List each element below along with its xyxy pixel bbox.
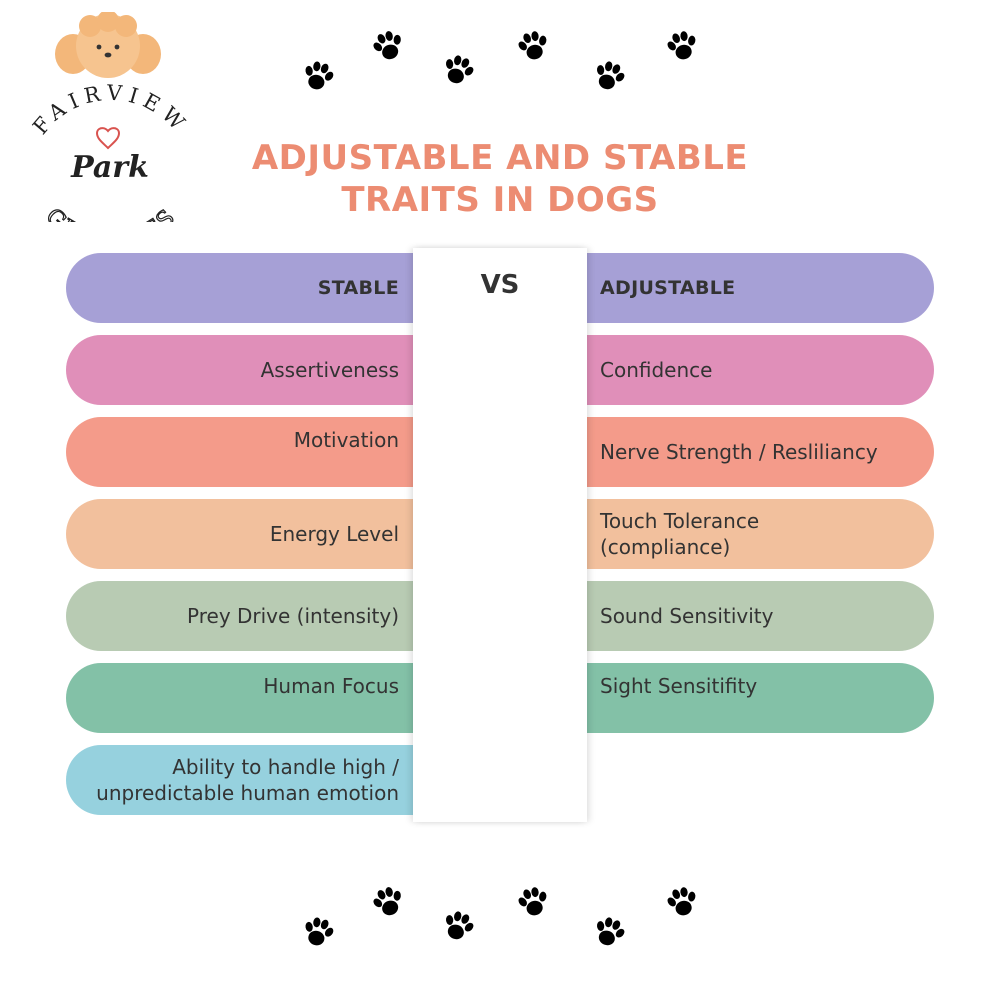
stable-trait-label: Assertiveness — [260, 358, 399, 382]
adjustable-trait-row: Nerve Strength / Resliliancy — [587, 417, 934, 487]
vs-label: VS — [480, 270, 520, 300]
paw-print-icon — [296, 54, 340, 98]
paw-print-icon — [660, 880, 704, 924]
title-line-1: ADJUSTABLE AND STABLE — [251, 138, 749, 178]
adjustable-header: ADJUSTABLE — [587, 253, 934, 323]
title-line-2: TRAITS IN DOGS — [341, 180, 659, 220]
center-divider-column — [413, 248, 587, 822]
dog-face-icon — [55, 12, 161, 78]
stable-trait-label: Prey Drive (intensity) — [187, 604, 399, 628]
stable-trait-label: Human Focus — [263, 674, 399, 698]
adjustable-trait-label: Sight Sensitifity — [600, 674, 758, 698]
stable-trait-label: Energy Level — [269, 522, 399, 546]
adjustable-trait-label: Sound Sensitivity — [600, 604, 774, 628]
paw-print-icon — [365, 23, 411, 69]
svg-text:Park: Park — [70, 150, 149, 185]
adjustable-trait-label: Touch Tolerance (compliance) — [600, 509, 760, 559]
adjustable-trait-label: Nerve Strength / Resliliancy — [600, 440, 878, 464]
paw-print-icon — [586, 53, 632, 99]
heart-icon — [95, 127, 121, 150]
page-title: ADJUSTABLE AND STABLE TRAITS IN DOGS — [0, 137, 1000, 221]
paw-print-icon — [365, 879, 411, 925]
stable-trait-row: Ability to handle high / unpredictable h… — [66, 745, 413, 815]
adjustable-trait-row: Sight Sensitifity — [587, 663, 934, 733]
adjustable-trait-row: Confidence — [587, 335, 934, 405]
stable-trait-row: Human Focus — [66, 663, 413, 733]
brand-logo: FAIRVIEW Park GROODLES — [15, 12, 205, 222]
stable-trait-row: Assertiveness — [66, 335, 413, 405]
paw-print-icon — [296, 910, 340, 954]
stable-trait-row: Energy Level — [66, 499, 413, 569]
paw-print-icon — [435, 903, 481, 949]
stable-header: STABLE — [66, 253, 413, 323]
stable-trait-row: Motivation — [66, 417, 413, 487]
adjustable-trait-label: Confidence — [600, 358, 713, 382]
paw-print-icon — [586, 909, 632, 955]
adjustable-header-label: ADJUSTABLE — [600, 277, 736, 299]
stable-trait-label: Motivation — [293, 428, 399, 452]
paw-print-icon — [511, 24, 555, 68]
adjustable-trait-row: Sound Sensitivity — [587, 581, 934, 651]
paw-print-icon — [435, 47, 481, 93]
stable-trait-label: Ability to handle high / unpredictable h… — [96, 755, 399, 805]
paw-print-icon — [511, 880, 555, 924]
stable-header-label: STABLE — [317, 277, 399, 299]
stable-trait-row: Prey Drive (intensity) — [66, 581, 413, 651]
adjustable-trait-row: Touch Tolerance (compliance) — [587, 499, 934, 569]
svg-text:FAIRVIEW: FAIRVIEW — [28, 80, 193, 139]
paw-print-icon — [660, 24, 704, 68]
